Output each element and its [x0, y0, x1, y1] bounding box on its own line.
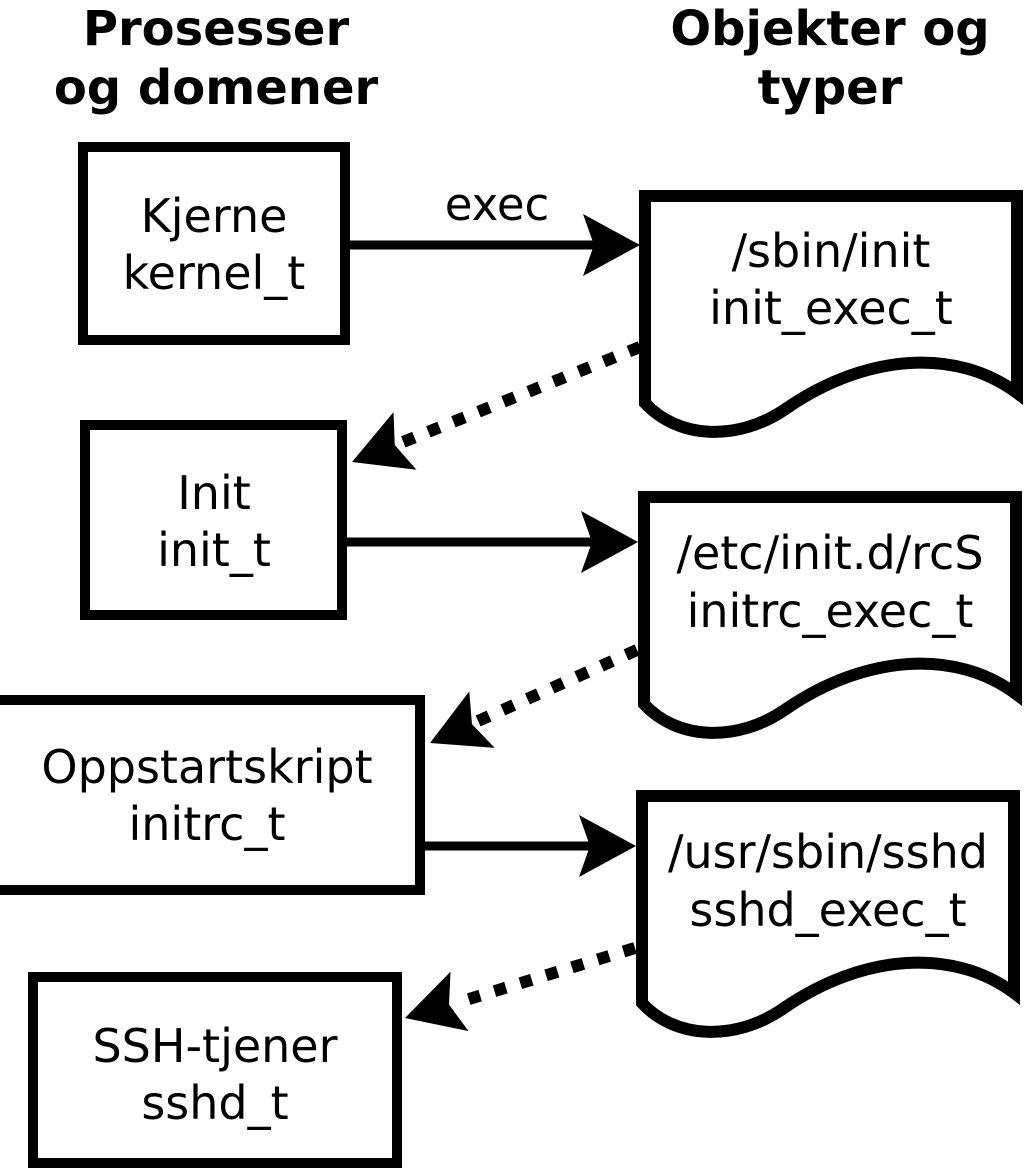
- transition-arrow-3-head: [405, 971, 469, 1032]
- process-node-init-label: Init: [177, 466, 251, 520]
- transition-arrow-1-head: [352, 412, 417, 470]
- process-node-kernel: Kjerne kernel_t: [78, 142, 350, 345]
- exec-arrow-1-head: [583, 214, 640, 276]
- exec-arrow-initrc-to-sshd-exec: [423, 815, 636, 877]
- transition-arrow-2-head: [430, 691, 495, 748]
- object-node-initrc-exec: /etc/init.d/rcS initrc_exec_t: [638, 491, 1022, 739]
- process-node-sshd: SSH-tjener sshd_t: [28, 972, 402, 1168]
- exec-arrow-init-to-initrc-exec: [345, 511, 638, 573]
- object-node-sshd-exec-type: sshd_exec_t: [689, 883, 966, 937]
- process-node-kernel-domain: kernel_t: [123, 246, 306, 300]
- object-node-initrc-exec-path: /etc/init.d/rcS: [676, 526, 983, 580]
- process-node-initrc: Oppstartskript initrc_t: [0, 695, 425, 895]
- column-header-processes-line2: og domener: [54, 60, 379, 116]
- process-node-initrc-box: [0, 695, 425, 895]
- column-header-processes-line1: Prosesser: [83, 1, 350, 57]
- object-node-sshd-exec-path: /usr/sbin/sshd: [668, 825, 988, 879]
- exec-arrow-kernel-to-init-exec: [350, 214, 640, 276]
- transition-arrow-initrc-exec-to-initrc: [430, 644, 640, 748]
- object-node-sshd-exec: /usr/sbin/sshd sshd_exec_t: [636, 790, 1020, 1038]
- object-node-init-exec-type: init_exec_t: [709, 281, 953, 335]
- process-node-kernel-box: [78, 142, 350, 345]
- column-header-objects-line1: Objekter og: [670, 1, 989, 57]
- object-node-initrc-exec-shape: [638, 491, 1022, 739]
- process-node-initrc-label: Oppstartskript: [41, 740, 372, 794]
- column-header-objects-line2: typer: [758, 60, 903, 116]
- process-node-init-box: [80, 420, 347, 620]
- process-node-init-domain: init_t: [157, 523, 271, 577]
- transition-arrow-init-exec-to-init: [352, 341, 643, 470]
- exec-arrow-2-head: [581, 511, 638, 573]
- column-header-objects: Objekter og typer: [670, 1, 989, 116]
- process-node-sshd-label: SSH-tjener: [92, 1019, 337, 1073]
- process-node-initrc-domain: initrc_t: [129, 797, 286, 851]
- exec-arrow-3-head: [579, 815, 636, 877]
- column-header-processes: Prosesser og domener: [54, 1, 379, 116]
- object-node-sshd-exec-shape: [636, 790, 1020, 1038]
- transition-arrow-sshd-exec-to-sshd: [405, 942, 637, 1032]
- exec-edge-label: exec: [445, 178, 550, 231]
- process-node-kernel-label: Kjerne: [141, 189, 288, 243]
- process-node-sshd-box: [28, 972, 402, 1168]
- object-node-init-exec-shape: [639, 190, 1023, 438]
- process-node-sshd-domain: sshd_t: [141, 1076, 288, 1130]
- object-node-init-exec-path: /sbin/init: [732, 224, 931, 278]
- object-node-initrc-exec-type: initrc_exec_t: [687, 584, 974, 638]
- process-node-init: Init init_t: [80, 420, 347, 620]
- object-node-init-exec: /sbin/init init_exec_t: [639, 190, 1023, 438]
